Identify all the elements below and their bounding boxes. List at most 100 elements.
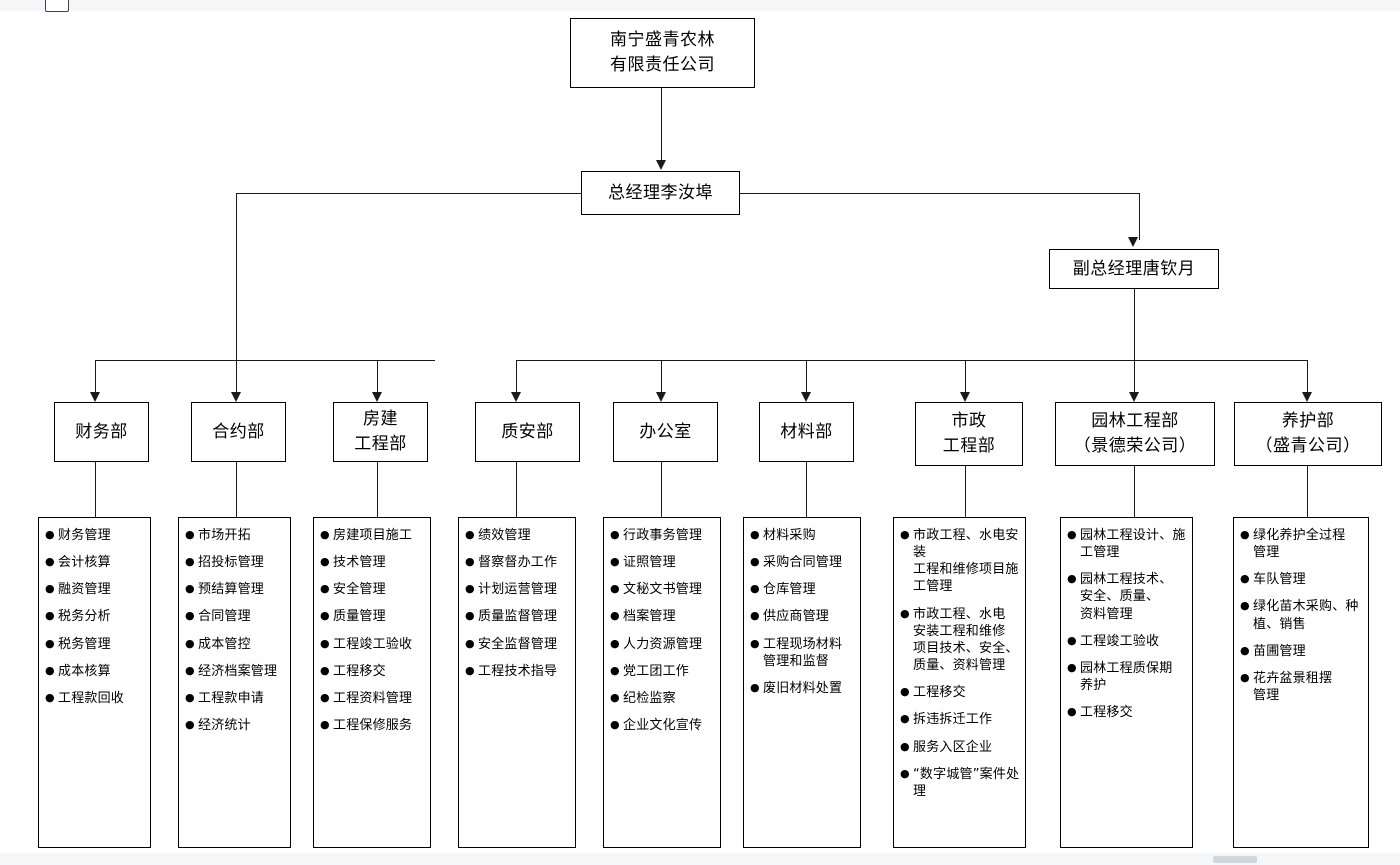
duty-item: 成本管控 [185, 636, 286, 653]
drop-dept-6 [806, 360, 807, 395]
node-general-manager: 总经理李汝埠 [581, 171, 740, 215]
node-department-maintenance: 养护部 （盛青公司） [1234, 402, 1382, 466]
stem-duty-6 [806, 462, 807, 517]
duty-item: 招投标管理 [185, 554, 286, 571]
duty-item: 技术管理 [320, 554, 426, 571]
connector-to-deputy [1139, 193, 1140, 240]
node-department-landscape: 园林工程部 （景德荣公司） [1055, 402, 1215, 466]
arrowhead-dept-6 [801, 392, 811, 402]
browser-bottom-control[interactable] [1213, 856, 1257, 863]
duty-item: 园林工程设计、施 工管理 [1067, 527, 1188, 561]
connector-gm-left-drop [236, 193, 237, 360]
node-department-quality-safety: 质安部 [475, 402, 580, 462]
duty-item: 工程现场材料 管理和监督 [750, 636, 856, 670]
bus-left-group [95, 360, 435, 361]
duty-item: 工程保修服务 [320, 717, 426, 734]
duty-item: 工程资料管理 [320, 690, 426, 707]
duty-list-quality-safety: 绩效管理 督察督办工作 计划运营管理 质量监督管理 安全监督管理 工程技术指导 [465, 527, 571, 680]
duty-item: 财务管理 [45, 527, 146, 544]
duty-item: 档案管理 [610, 608, 716, 625]
duty-item: 人力资源管理 [610, 636, 716, 653]
node-department-contract: 合约部 [191, 402, 286, 462]
duty-item: 成本核算 [45, 663, 146, 680]
duty-item: 工程移交 [900, 684, 1021, 701]
duty-item: 绩效管理 [465, 527, 571, 544]
duty-item: 市场开拓 [185, 527, 286, 544]
duty-item: 融资管理 [45, 581, 146, 598]
duty-item: 绿化苗木采购、种 植、销售 [1240, 598, 1364, 632]
stem-duty-5 [661, 462, 662, 517]
arrowhead-dept-4 [511, 392, 521, 402]
connector-gm-right [740, 193, 1140, 194]
duty-panel-office: 行政事务管理 证照管理 文秘文书管理 档案管理 人力资源管理 党工团工作 纪检监… [603, 517, 721, 848]
arrowhead-dept-1 [90, 392, 100, 402]
duty-item: 园林工程技术、 安全、质量、 资料管理 [1067, 571, 1188, 622]
connector-company-to-gm [661, 88, 662, 160]
drop-dept-7 [965, 360, 966, 395]
node-department-finance: 财务部 [54, 402, 149, 462]
arrowhead-dept-8 [1129, 392, 1139, 402]
duty-item: 行政事务管理 [610, 527, 716, 544]
node-company: 南宁盛青农林 有限责任公司 [570, 18, 755, 88]
browser-tab-stub[interactable] [45, 0, 69, 12]
duty-item: 预结算管理 [185, 581, 286, 598]
stem-duty-9 [1307, 466, 1308, 517]
duty-item: 质量管理 [320, 608, 426, 625]
duty-item: 合同管理 [185, 608, 286, 625]
drop-dept-8 [1134, 360, 1135, 395]
node-department-building: 房建 工程部 [333, 402, 428, 462]
duty-item: 企业文化宣传 [610, 717, 716, 734]
duty-item: 工程技术指导 [465, 663, 571, 680]
duty-list-building: 房建项目施工 技术管理 安全管理 质量管理 工程竣工验收 工程移交 工程资料管理… [320, 527, 426, 734]
bus-right-group [516, 360, 1308, 361]
duty-panel-finance: 财务管理 会计核算 融资管理 税务分析 税务管理 成本核算 工程款回收 [38, 517, 151, 848]
arrowhead-dept-7 [960, 392, 970, 402]
connector-gm-left [236, 193, 581, 194]
duty-item: 园林工程质保期 养护 [1067, 660, 1188, 694]
duty-panel-contract: 市场开拓 招投标管理 预结算管理 合同管理 成本管控 经济档案管理 工程款申请 … [178, 517, 291, 848]
duty-item: 仓库管理 [750, 581, 856, 598]
duty-item: 经济统计 [185, 717, 286, 734]
duty-item: 废旧材料处置 [750, 680, 856, 697]
stem-duty-2 [236, 462, 237, 517]
duty-item: 计划运营管理 [465, 581, 571, 598]
duty-item: 纪检监察 [610, 690, 716, 707]
node-department-municipal: 市政 工程部 [915, 402, 1023, 466]
stem-duty-4 [516, 462, 517, 517]
duty-item: 市政工程、水电 安装工程和维修 项目技术、安全、 质量、资料管理 [900, 606, 1021, 675]
node-department-office: 办公室 [613, 402, 718, 462]
duty-item: 工程竣工验收 [1067, 633, 1188, 650]
duty-item: 文秘文书管理 [610, 581, 716, 598]
drop-dept-3 [377, 360, 378, 395]
duty-list-finance: 财务管理 会计核算 融资管理 税务分析 税务管理 成本核算 工程款回收 [45, 527, 146, 707]
duty-item: 苗圃管理 [1240, 643, 1364, 660]
duty-item: 安全监督管理 [465, 636, 571, 653]
duty-item: 工程移交 [320, 663, 426, 680]
duty-list-landscape: 园林工程设计、施 工管理 园林工程技术、 安全、质量、 资料管理 工程竣工验收 … [1067, 527, 1188, 721]
duty-list-municipal: 市政工程、水电安装 工程和维修项目施 工管理 市政工程、水电 安装工程和维修 项… [900, 527, 1021, 800]
stem-duty-1 [95, 462, 96, 517]
duty-item: “数字城管”案件处 理 [900, 766, 1021, 800]
duty-item: 采购合同管理 [750, 554, 856, 571]
duty-list-material: 材料采购 采购合同管理 仓库管理 供应商管理 工程现场材料 管理和监督 废旧材料… [750, 527, 856, 697]
browser-top-strip [0, 0, 1400, 11]
duty-panel-landscape: 园林工程设计、施 工管理 园林工程技术、 安全、质量、 资料管理 工程竣工验收 … [1060, 517, 1193, 848]
stem-duty-7 [965, 466, 966, 517]
duty-item: 拆违拆迁工作 [900, 711, 1021, 728]
duty-item: 会计核算 [45, 554, 146, 571]
drop-dept-5 [661, 360, 662, 395]
drop-dept-9 [1307, 360, 1308, 395]
duty-list-maintenance: 绿化养护全过程 管理 车队管理 绿化苗木采购、种 植、销售 苗圃管理 花卉盆景租… [1240, 527, 1364, 704]
duty-item: 工程款申请 [185, 690, 286, 707]
duty-item: 绿化养护全过程 管理 [1240, 527, 1364, 561]
duty-item: 房建项目施工 [320, 527, 426, 544]
arrowhead-dept-9 [1302, 392, 1312, 402]
duty-item: 税务分析 [45, 608, 146, 625]
duty-panel-quality-safety: 绩效管理 督察督办工作 计划运营管理 质量监督管理 安全监督管理 工程技术指导 [458, 517, 576, 848]
duty-panel-building: 房建项目施工 技术管理 安全管理 质量管理 工程竣工验收 工程移交 工程资料管理… [313, 517, 431, 848]
duty-item: 税务管理 [45, 636, 146, 653]
duty-item: 经济档案管理 [185, 663, 286, 680]
duty-item: 材料采购 [750, 527, 856, 544]
duty-item: 党工团工作 [610, 663, 716, 680]
